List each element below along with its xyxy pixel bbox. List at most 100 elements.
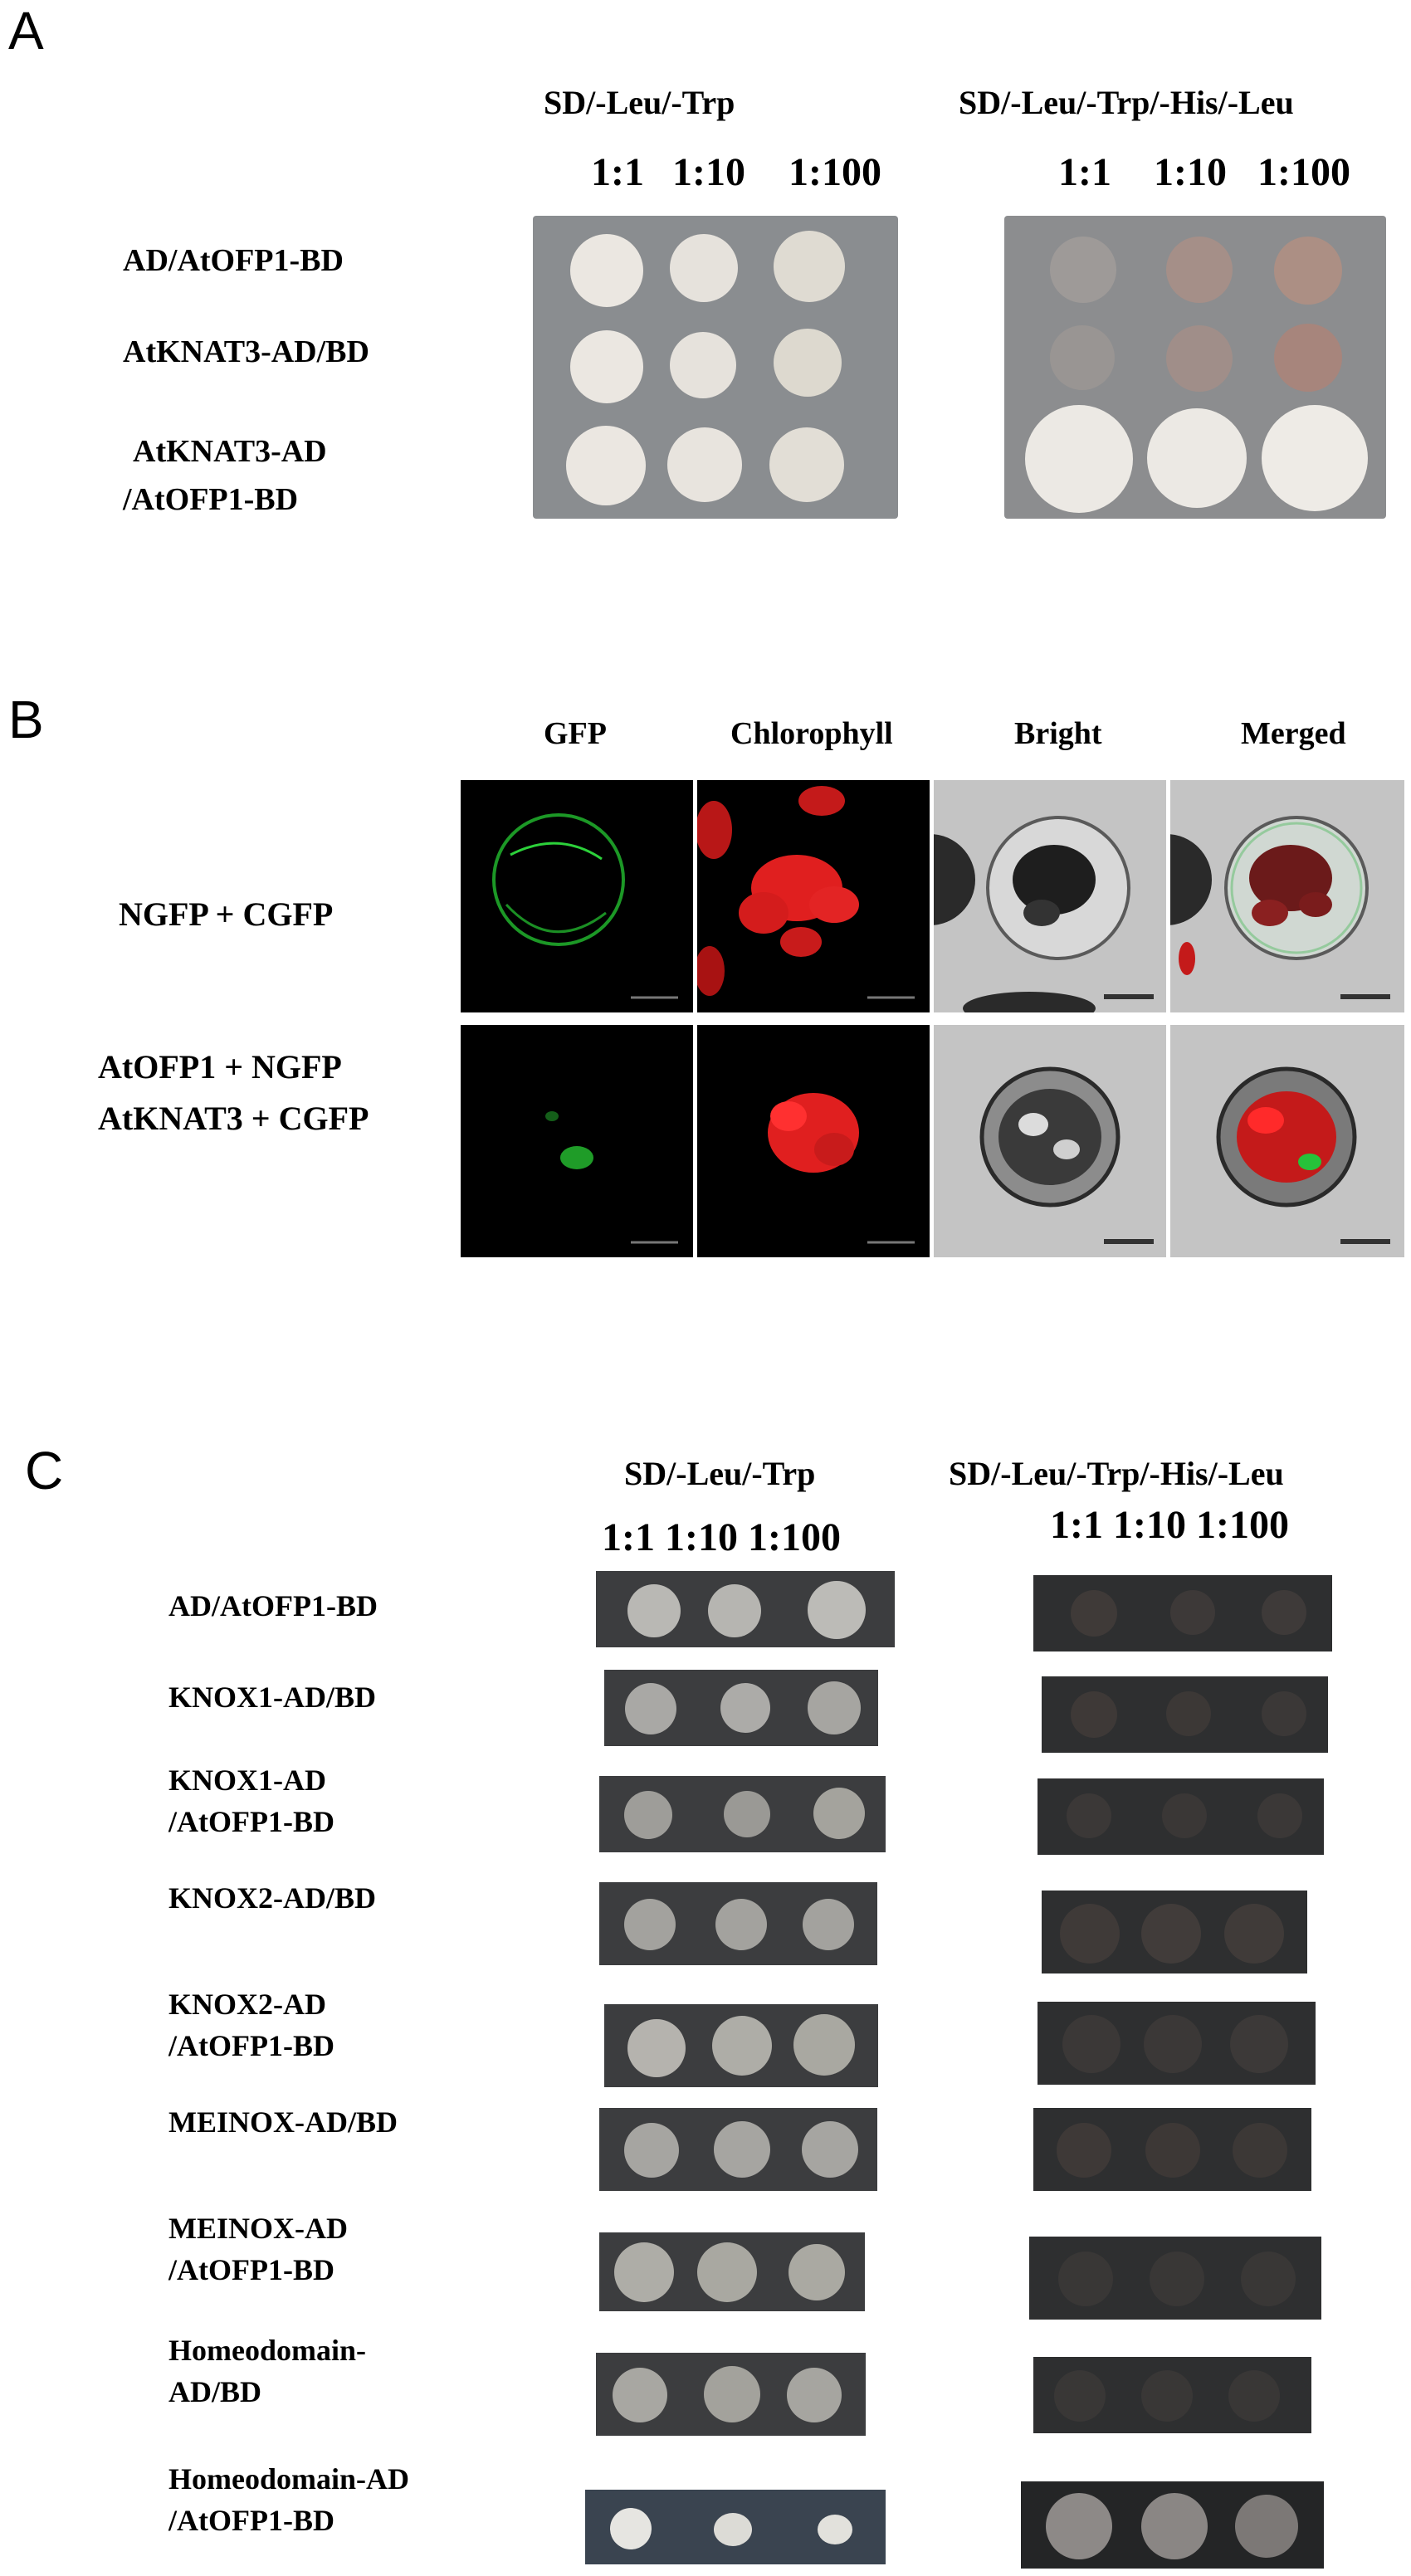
- colony: [614, 2242, 674, 2302]
- colony: [1166, 237, 1233, 303]
- colony: [670, 234, 738, 302]
- gfp-ring: [492, 813, 678, 999]
- panel-c-row-label-4: KNOX2-AD/BD: [168, 1881, 376, 1915]
- colony: [1162, 1793, 1207, 1838]
- panel-c-plate-left-4: [599, 1882, 877, 1965]
- colony: [624, 1899, 676, 1950]
- panel-c-plate-left-9: [585, 2490, 886, 2564]
- panel-c-plate-left-3: [599, 1776, 886, 1852]
- panel-c-plate-right-7: [1029, 2237, 1321, 2320]
- panel-c-dilutions-left: 1:1 1:10 1:100: [602, 1515, 841, 1559]
- panel-a-dilution-5: 1:10: [1154, 150, 1227, 194]
- colony: [1241, 2252, 1296, 2306]
- colony: [1145, 2123, 1200, 2178]
- panel-c-plate-right-5: [1038, 2002, 1316, 2085]
- colony: [613, 2368, 667, 2422]
- colony: [1257, 1793, 1302, 1838]
- micrograph-merged-control: [1170, 780, 1404, 1012]
- colony: [1235, 2495, 1298, 2558]
- colony: [1147, 408, 1247, 508]
- panel-c-plate-right-6: [1033, 2108, 1311, 2191]
- colony: [769, 427, 844, 502]
- colony: [610, 2508, 652, 2549]
- panel-a-plate-left: [533, 216, 898, 519]
- colony: [1262, 1691, 1306, 1736]
- colony: [1141, 2493, 1208, 2559]
- colony: [1067, 1793, 1111, 1838]
- micrograph-bright-control: [934, 780, 1166, 1012]
- bright-cell-2: [979, 1066, 1154, 1244]
- colony: [788, 2244, 845, 2300]
- panel-b-letter: B: [8, 690, 44, 749]
- panel-a-dilution-2: 1:10: [672, 150, 745, 194]
- colony: [1166, 1691, 1211, 1736]
- panel-c-plate-left-5: [604, 2004, 878, 2087]
- panel-a-dilution-6: 1:100: [1257, 150, 1350, 194]
- panel-c-dilutions-right: 1:1 1:10 1:100: [1050, 1503, 1289, 1547]
- colony: [627, 1584, 681, 1637]
- merged-cell: [1170, 816, 1390, 999]
- panel-b-row-label-2: AtOFP1 + NGFP AtKNAT3 + CGFP: [98, 1048, 369, 1137]
- colony: [808, 1581, 866, 1639]
- colony: [1058, 2252, 1113, 2306]
- colony: [667, 427, 742, 502]
- panel-c-row-label-7: MEINOX-AD/AtOFP1-BD: [168, 2212, 348, 2286]
- panel-c-plate-right-4: [1042, 1891, 1307, 1973]
- colony: [704, 2366, 760, 2422]
- colony: [1233, 2123, 1287, 2178]
- colony: [1141, 1904, 1201, 1964]
- colony: [624, 2123, 679, 2178]
- panel-c-plate-left-2: [604, 1670, 878, 1746]
- colony: [670, 332, 736, 398]
- colony: [1141, 2370, 1193, 2422]
- panel-a-letter: A: [8, 1, 44, 61]
- colony: [1262, 1590, 1306, 1635]
- panel-c-plate-right-1: [1033, 1575, 1332, 1651]
- colony: [627, 2019, 686, 2077]
- micrograph-gfp-interaction: [461, 1025, 693, 1257]
- colony: [1046, 2493, 1112, 2559]
- colony: [793, 2014, 855, 2076]
- colony: [1054, 2370, 1106, 2422]
- panel-a-plate-right: [1004, 216, 1386, 519]
- panel-c-plate-right-3: [1038, 1778, 1324, 1855]
- panel-c-plate-left-1: [596, 1571, 895, 1647]
- panel-a-medium-left: SD/-Leu/-Trp: [544, 84, 735, 121]
- colony: [1274, 324, 1342, 392]
- panel-c-plate-right-2: [1042, 1676, 1328, 1753]
- colony: [1071, 1590, 1117, 1637]
- panel-c-plate-left-8: [596, 2353, 866, 2436]
- colony: [720, 1683, 770, 1733]
- panel-b-channel-merged: Merged: [1241, 716, 1346, 751]
- panel-a-dilution-1: 1:1: [591, 150, 644, 194]
- colony: [708, 1584, 761, 1637]
- panel-c-row-label-9: Homeodomain-AD/AtOFP1-BD: [168, 2462, 409, 2537]
- colony: [1071, 1691, 1117, 1738]
- colony: [1166, 325, 1233, 392]
- colony: [724, 1791, 770, 1837]
- panel-c-plate-left-7: [599, 2232, 865, 2311]
- colony: [570, 234, 643, 307]
- micrograph-chlorophyll-control: [697, 780, 930, 1012]
- colony: [787, 2368, 842, 2422]
- colony: [1274, 237, 1342, 305]
- colony: [1224, 1904, 1284, 1964]
- micrograph-bright-interaction: [934, 1025, 1166, 1257]
- colony: [714, 2121, 770, 2178]
- colony: [1050, 325, 1115, 390]
- colony: [1062, 2015, 1120, 2073]
- colony: [712, 2016, 772, 2076]
- panel-a-row-label-1: AD/AtOFP1-BD: [123, 243, 344, 278]
- colony: [625, 1683, 676, 1734]
- colony: [697, 2242, 757, 2302]
- colony: [714, 2513, 752, 2546]
- colony: [1144, 2015, 1202, 2073]
- micrograph-chlorophyll-interaction: [697, 1025, 930, 1257]
- colony: [1025, 405, 1133, 513]
- colony: [570, 330, 643, 403]
- panel-c-row-label-2: KNOX1-AD/BD: [168, 1681, 376, 1714]
- colony: [818, 2515, 852, 2544]
- panel-c-row-label-3: KNOX1-AD/AtOFP1-BD: [168, 1764, 334, 1838]
- colony: [813, 1788, 865, 1839]
- colony: [1050, 237, 1116, 303]
